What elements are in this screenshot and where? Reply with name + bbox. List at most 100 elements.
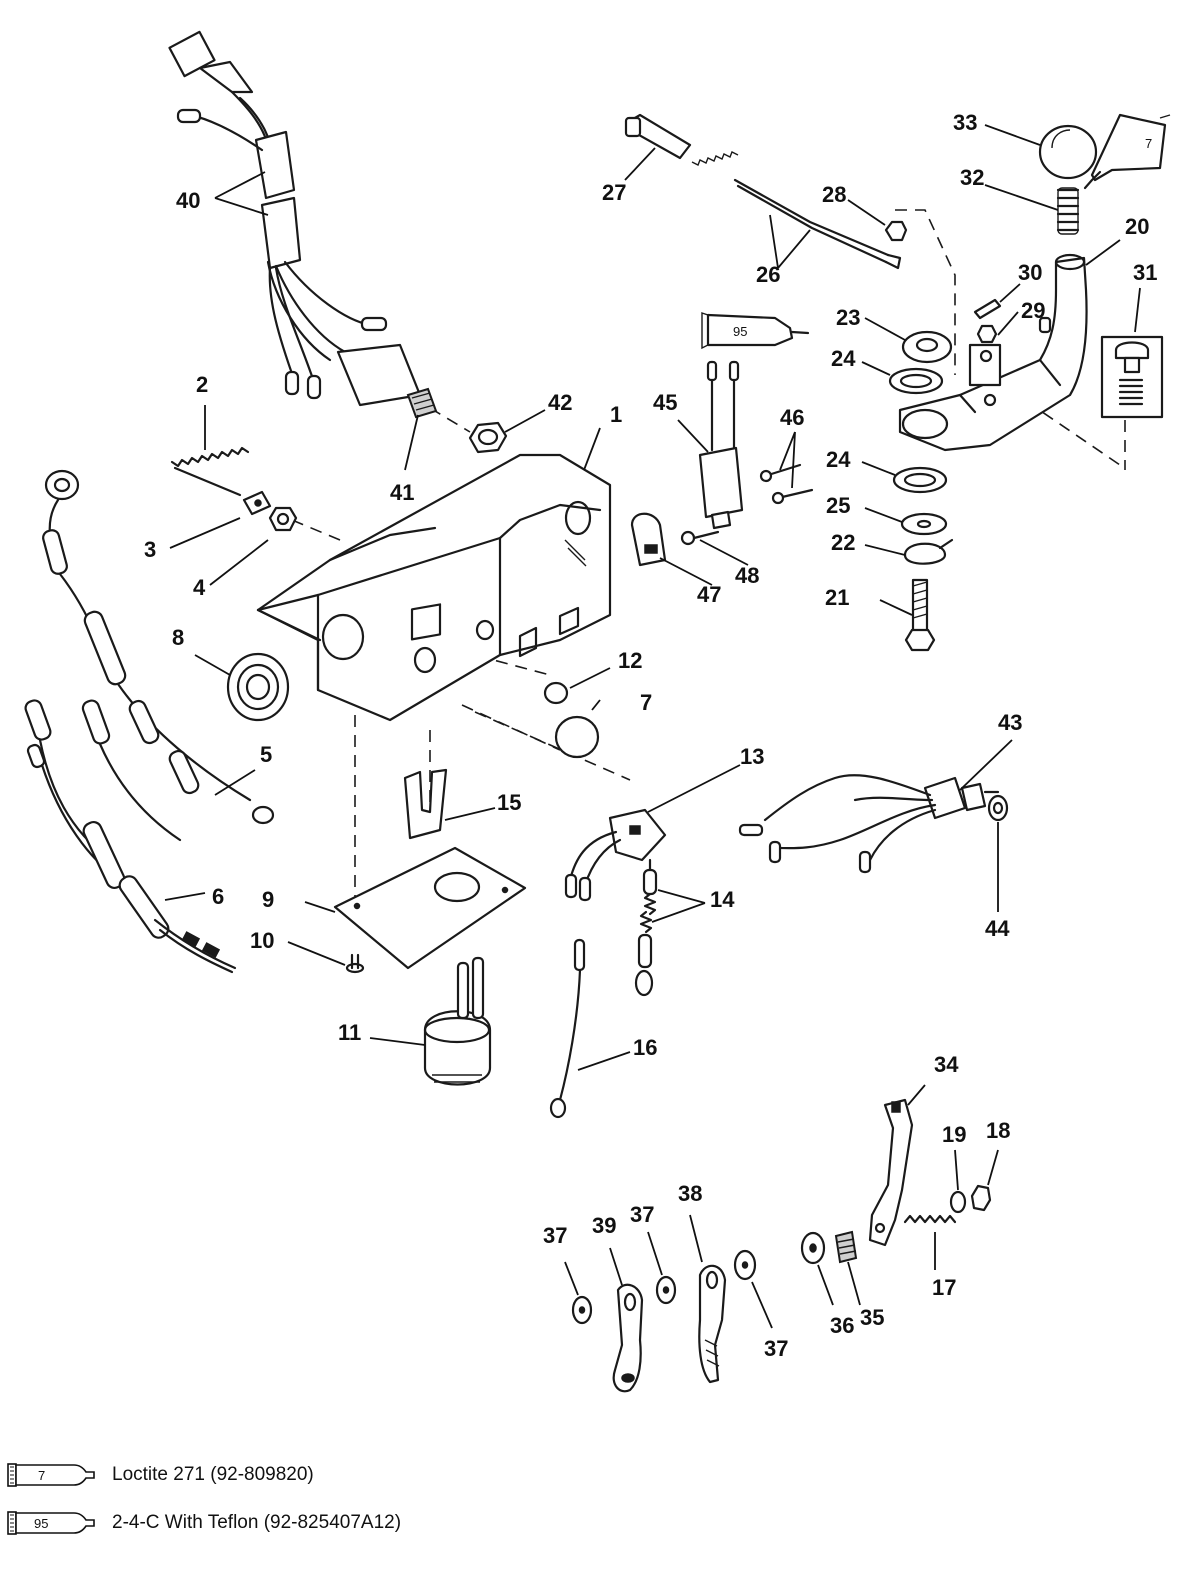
callout-36: 36 (830, 1313, 854, 1338)
callout-37-mid: 37 (630, 1202, 654, 1227)
legend-row-grease: 95 2-4-C With Teflon (92-825407A12) (6, 1508, 401, 1538)
callout-21: 21 (825, 585, 849, 610)
plug-7 (554, 715, 600, 759)
callout-25: 25 (826, 493, 850, 518)
washer-37-left (571, 1295, 593, 1325)
callout-5: 5 (260, 742, 272, 767)
callout-40: 40 (176, 188, 200, 213)
washer-24-upper (888, 367, 944, 395)
callout-18: 18 (986, 1118, 1010, 1143)
stud-17 (903, 1214, 957, 1224)
callout-37-left: 37 (543, 1223, 567, 1248)
loctite-tube-number: 7 (1145, 136, 1152, 151)
callout-2: 2 (196, 372, 208, 397)
callout-9: 9 (262, 887, 274, 912)
callout-labels: 1 2 3 4 5 6 7 8 9 10 11 12 13 14 15 16 1… (144, 110, 1157, 1361)
handle-20 (898, 253, 1088, 452)
callout-32: 32 (960, 165, 984, 190)
loctite-legend-text: Loctite 271 (92-809820) (112, 1464, 314, 1485)
callout-14: 14 (710, 887, 735, 912)
callout-31: 31 (1133, 260, 1157, 285)
lever-34 (868, 1098, 914, 1247)
rod-27 (624, 113, 692, 160)
callout-24-lower: 24 (826, 447, 851, 472)
plug-12 (543, 681, 569, 705)
terminals-14 (634, 868, 658, 997)
detent-kit-31 (1100, 335, 1164, 419)
spring-2 (170, 446, 250, 497)
callout-28: 28 (822, 182, 846, 207)
callout-48: 48 (735, 563, 759, 588)
callout-34: 34 (934, 1052, 959, 1077)
washer-25 (900, 512, 948, 536)
clip-30 (973, 298, 1002, 320)
callout-41: 41 (390, 480, 414, 505)
callout-29: 29 (1021, 298, 1045, 323)
knob-33 (1038, 124, 1098, 180)
cam-38 (698, 1264, 727, 1384)
cam-39 (612, 1283, 644, 1393)
legend-row-loctite: 7 Loctite 271 (92-809820) (6, 1460, 314, 1490)
callout-47: 47 (697, 582, 721, 607)
grease-tube-icon: 95 (701, 312, 810, 350)
spring-35 (834, 1230, 858, 1264)
callout-12: 12 (618, 648, 642, 673)
loctite-tube-icon: 7 (1083, 113, 1171, 190)
spring-32 (1056, 187, 1080, 235)
callout-20: 20 (1125, 214, 1149, 239)
callout-27: 27 (602, 180, 626, 205)
callout-46: 46 (780, 405, 804, 430)
switch-43 (738, 774, 1000, 874)
screw-10 (345, 953, 365, 974)
callout-3: 3 (144, 537, 156, 562)
callout-1: 1 (610, 402, 622, 427)
callout-33: 33 (953, 110, 977, 135)
callout-44: 44 (985, 916, 1010, 941)
bushing-23 (901, 330, 953, 364)
callout-8: 8 (172, 625, 184, 650)
washer-37-mid (655, 1275, 677, 1305)
rod-26 (691, 151, 902, 270)
lead-6 (24, 699, 237, 974)
callout-23: 23 (836, 305, 860, 330)
lockwasher-22 (903, 538, 954, 565)
callout-22: 22 (831, 530, 855, 555)
callout-24-upper: 24 (831, 346, 856, 371)
nut-18 (970, 1184, 992, 1212)
switch-45 (698, 360, 744, 530)
callout-10: 10 (250, 928, 274, 953)
callout-43: 43 (998, 710, 1022, 735)
callout-37-right: 37 (764, 1336, 788, 1361)
callout-13: 13 (740, 744, 764, 769)
callout-35: 35 (860, 1305, 884, 1330)
washer-36 (800, 1231, 826, 1265)
lead-16 (549, 938, 586, 1119)
callout-11: 11 (338, 1020, 361, 1045)
plate-9 (333, 846, 527, 970)
screws-46 (759, 463, 814, 505)
callout-7: 7 (640, 690, 652, 715)
bolt-21 (904, 578, 936, 652)
callout-15: 15 (497, 790, 521, 815)
grommet-8 (226, 652, 290, 722)
leader-lines (164, 124, 1141, 1329)
callout-45: 45 (653, 390, 677, 415)
callout-19: 19 (942, 1122, 966, 1147)
washer-24-lower (892, 466, 948, 494)
bracket-3 (242, 490, 272, 516)
clamp-47 (630, 512, 667, 567)
screw-48 (680, 530, 720, 546)
callout-16: 16 (633, 1035, 657, 1060)
washer-37-right (733, 1249, 757, 1281)
loctite-legend-number: 7 (38, 1468, 45, 1483)
callout-38: 38 (678, 1181, 702, 1206)
lead-5 (42, 469, 275, 825)
grease-legend-number: 95 (34, 1516, 48, 1531)
wiring-harness (168, 30, 438, 419)
callout-30: 30 (1018, 260, 1042, 285)
nut-28 (884, 220, 908, 242)
grease-legend-tube-icon: 95 (7, 1511, 95, 1535)
washer-19 (949, 1190, 967, 1214)
nut-42 (468, 421, 508, 454)
